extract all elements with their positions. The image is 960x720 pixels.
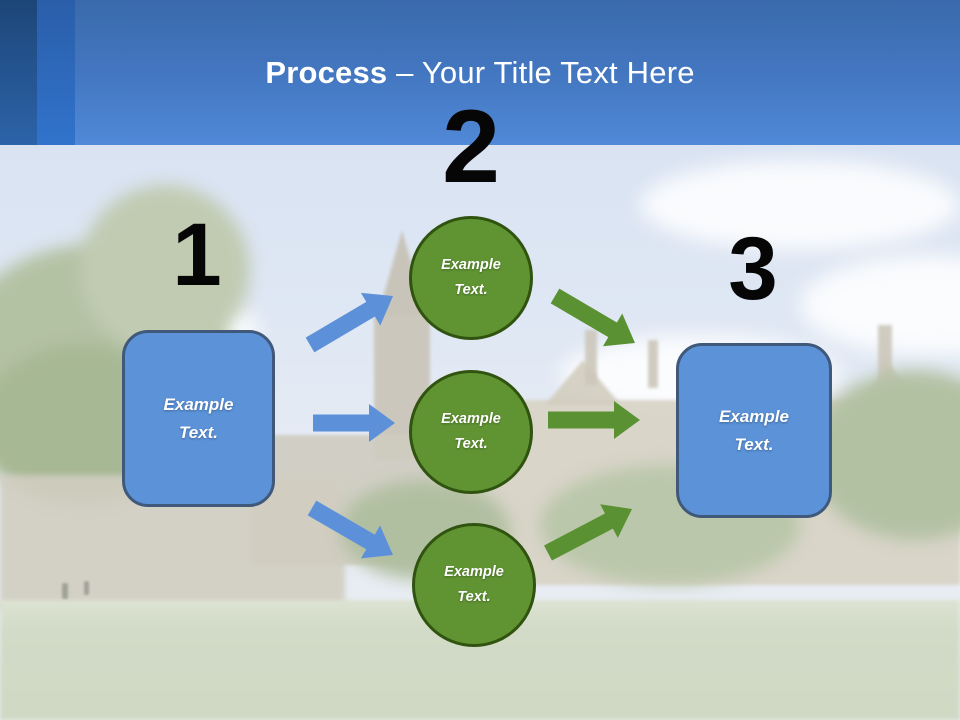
gable	[545, 360, 621, 405]
node-label: Example Text.	[444, 564, 504, 605]
node-circle-bottom: Example Text.	[412, 523, 536, 647]
chimney	[878, 325, 892, 387]
accent-stripe-dark	[0, 0, 37, 145]
node-circle-top: Example Text.	[409, 216, 533, 340]
cloud	[640, 160, 960, 250]
step-number-2: 2	[442, 89, 500, 205]
accent-stripe-light	[37, 0, 75, 145]
node-label: Example Text.	[441, 411, 501, 452]
slide-title: Process – Your Title Text Here	[265, 55, 694, 91]
chimney	[648, 340, 658, 388]
step-number-3: 3	[728, 218, 778, 318]
node-right-box: Example Text.	[676, 343, 832, 518]
pedestrian	[84, 581, 89, 595]
title-keyword: Process	[265, 54, 388, 90]
title-subtitle: – Your Title Text Here	[387, 54, 695, 90]
step-number-1: 1	[172, 204, 222, 304]
pedestrian	[62, 583, 68, 599]
title-bar: Process – Your Title Text Here	[0, 0, 960, 145]
node-label: Example Text.	[441, 257, 501, 298]
node-circle-middle: Example Text.	[409, 370, 533, 494]
tree	[80, 185, 250, 355]
node-label: Example Text.	[719, 407, 789, 454]
node-label: Example Text.	[163, 395, 234, 442]
chimney	[585, 330, 597, 385]
node-left-box: Example Text.	[122, 330, 275, 507]
